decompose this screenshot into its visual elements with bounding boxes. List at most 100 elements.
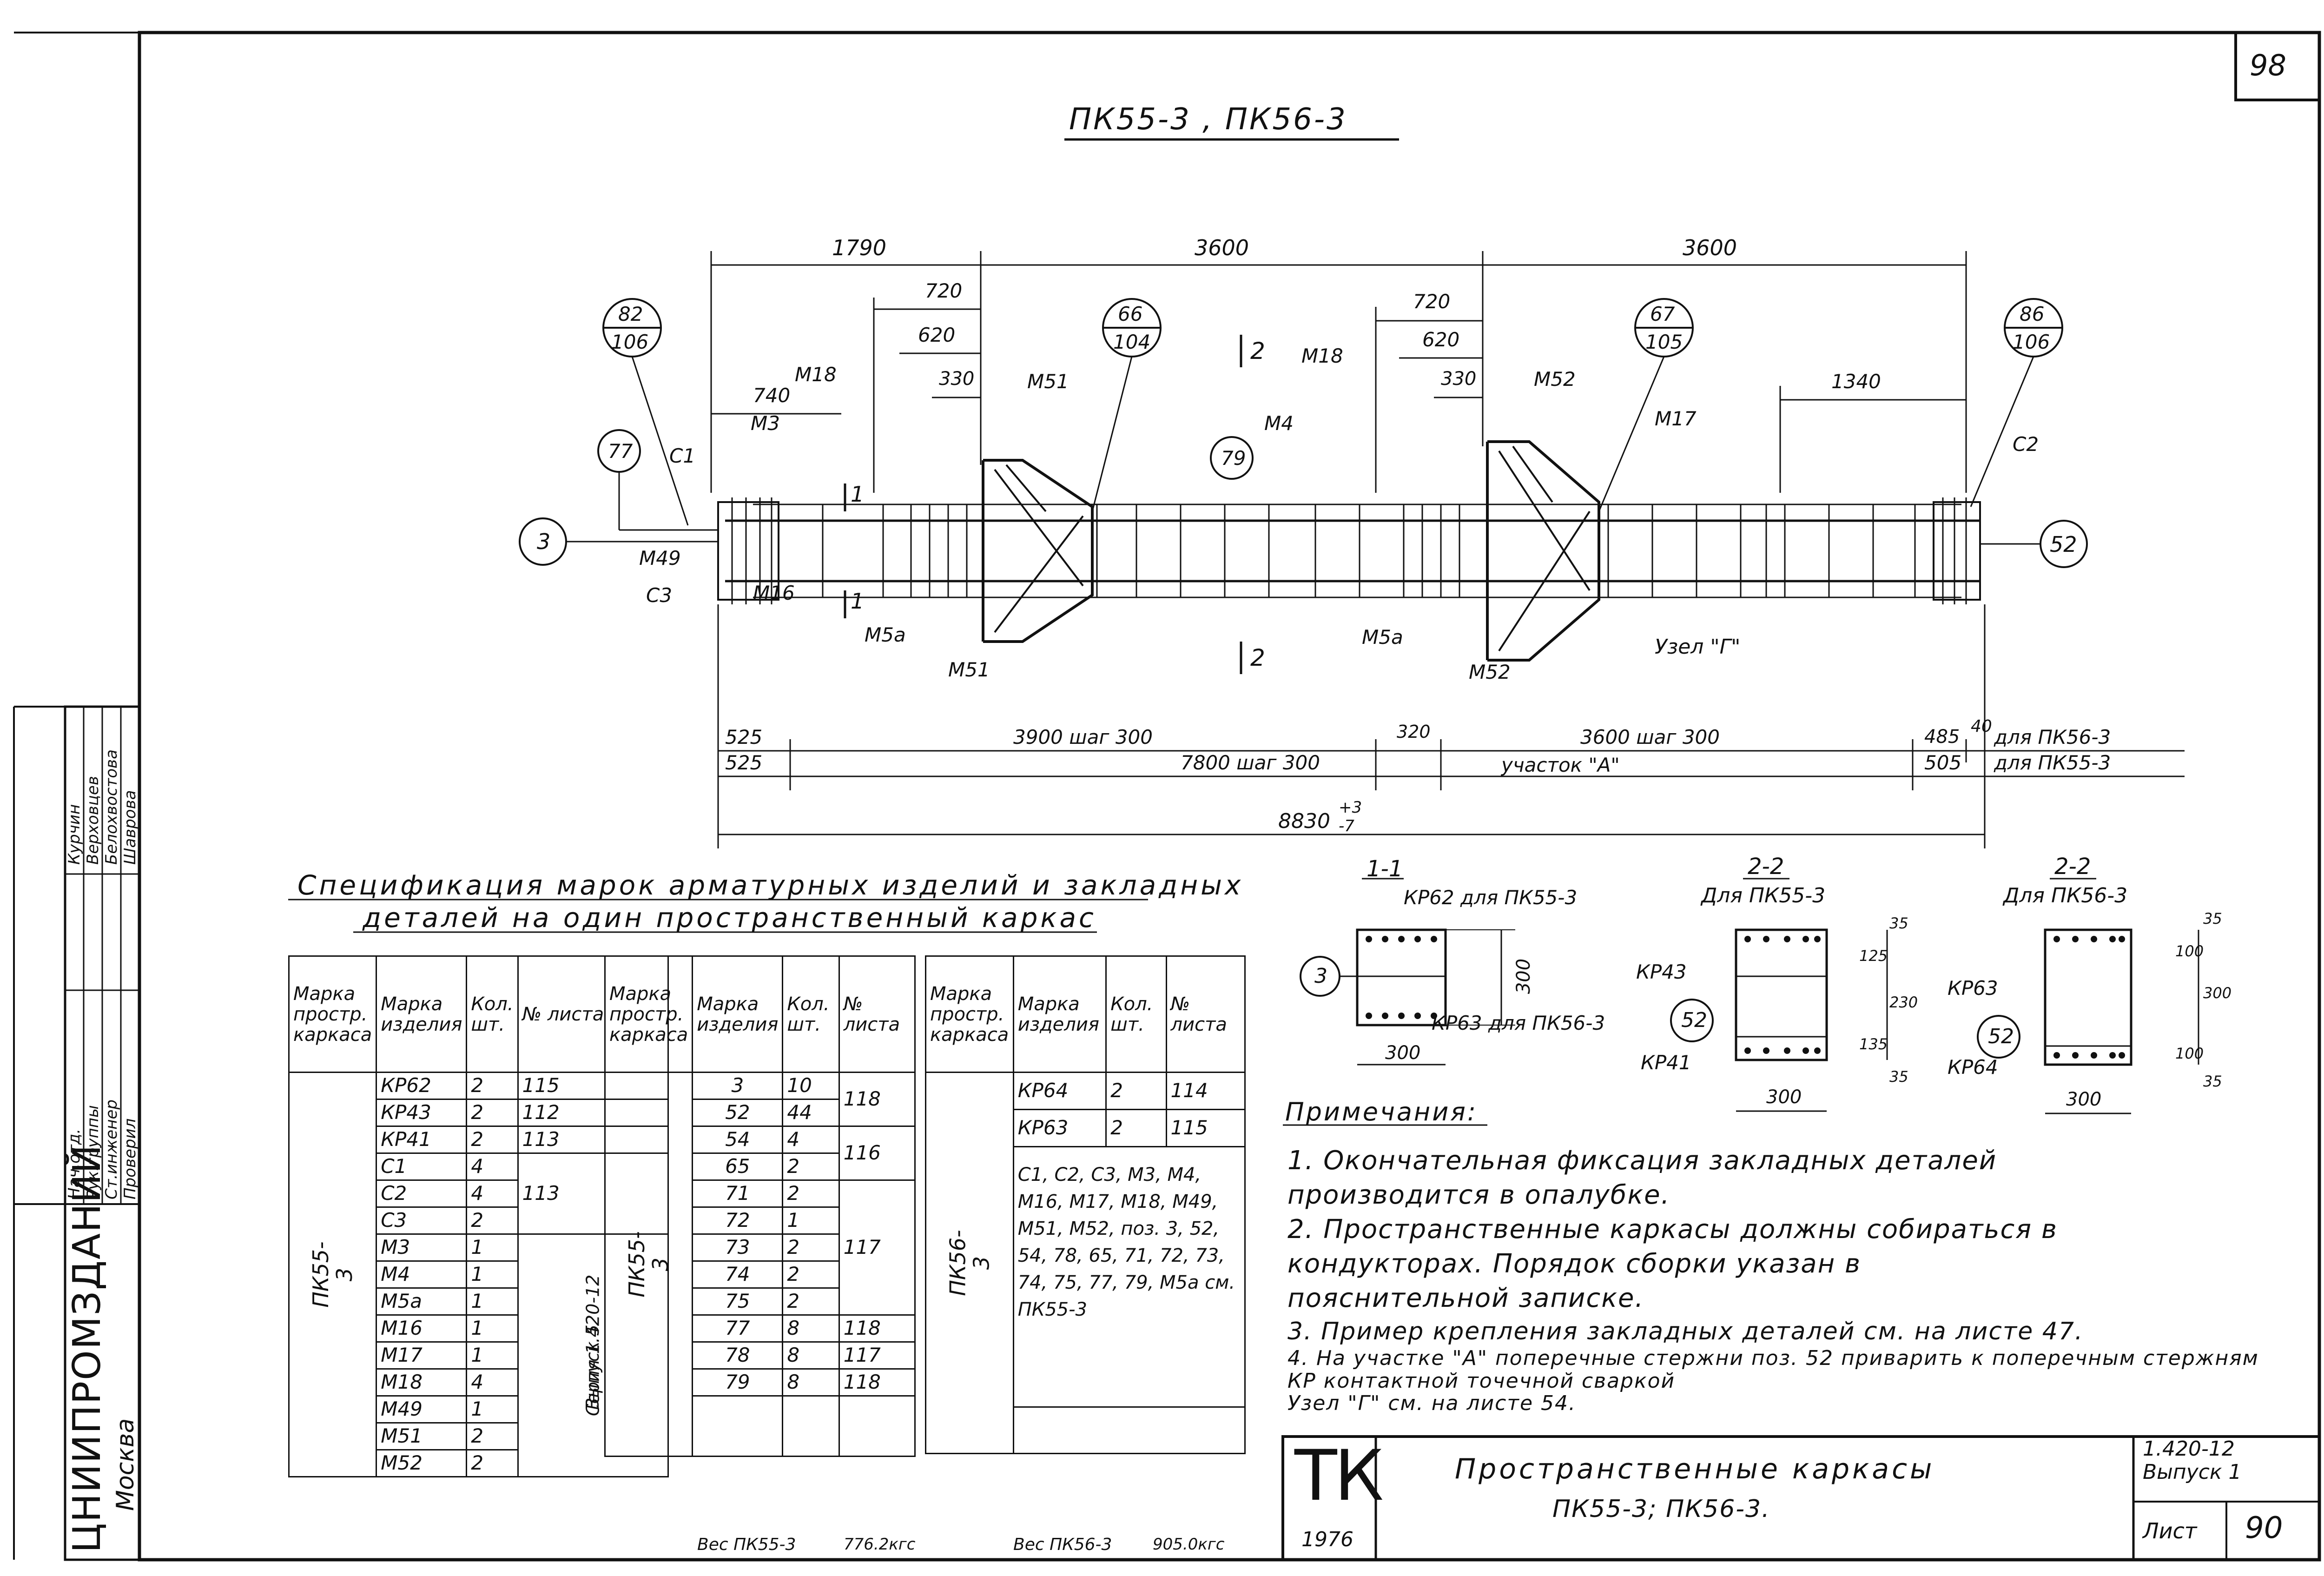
t1-r11-mark: М18: [376, 1368, 468, 1397]
mark-m5a-a: М5а: [865, 623, 906, 646]
t1-r2-mark: КР41: [376, 1126, 468, 1154]
t2-r0-mark: 3: [692, 1072, 784, 1100]
t2-r8-mark: 75: [692, 1287, 784, 1316]
s22b-dv4: 35: [2203, 1073, 2222, 1090]
hdr-item: Марка изделия: [376, 955, 468, 1073]
t2-r6-mark: 73: [692, 1233, 784, 1262]
left-stamp-city: Москва: [112, 1418, 139, 1511]
t1-r13-mark: М51: [376, 1422, 468, 1450]
role-3: Ст.инженер: [102, 1099, 121, 1199]
t2-r5-mark: 72: [692, 1206, 784, 1235]
t3-hdr-item: Марка изделия: [1012, 955, 1107, 1073]
dim-mid-5: 620: [1422, 328, 1460, 351]
callout-106a: 106: [611, 331, 649, 353]
dim-mid-2: 620: [918, 324, 956, 346]
dim-b1-label: для ПК56-3: [1994, 726, 2111, 748]
mark-c1: С1: [669, 444, 696, 467]
t2-frame: ПК55-3: [604, 1072, 693, 1457]
t1-r8-qty: 1: [466, 1287, 519, 1316]
t2-r9-qty: 8: [782, 1314, 840, 1343]
callout-106b: 106: [2013, 331, 2050, 353]
note-3: 3. Пример крепления закладных деталей см…: [1287, 1317, 2084, 1345]
stamp-series: 1.420-12: [2143, 1437, 2235, 1461]
note-5: Узел "Г" см. на листе 54.: [1287, 1391, 1577, 1415]
t3-r1-qty: 2: [1105, 1109, 1167, 1147]
t1-r12-mark: М49: [376, 1395, 468, 1424]
t3-r1-mark: КР63: [1012, 1109, 1107, 1147]
dim-total-tol-minus: -7: [1339, 817, 1354, 835]
t2-r0-qty: 10: [782, 1072, 840, 1100]
section-mark-1b: 1: [851, 589, 865, 614]
s22b-sub: Для ПК56-3: [2003, 884, 2128, 907]
s22b-dim-h: 300: [2066, 1089, 2102, 1110]
name-4: Шаврова: [121, 790, 139, 865]
t2-r11-qty: 8: [782, 1368, 840, 1397]
spec-table-3: Марка простр. каркаса Марка изделия Кол.…: [925, 955, 1246, 1454]
mark-m52-a: М52: [1534, 368, 1576, 391]
stamp-logo: ТК: [1294, 1436, 1384, 1516]
t1-r14-qty: 2: [466, 1449, 519, 1477]
dim-b2-525: 525: [725, 751, 763, 774]
t1-r5-mark: С3: [376, 1206, 468, 1235]
t3-r1-sheet: 115: [1165, 1109, 1246, 1147]
hdr-frame: Марка простр. каркаса: [288, 955, 377, 1073]
t1-r0-sheet: 115: [517, 1072, 669, 1100]
dim-b1-485: 485: [1924, 726, 1960, 748]
dim-b2-label: для ПК55-3: [1994, 751, 2111, 774]
left-stamp-city-text: Москва: [112, 1418, 139, 1511]
s22a-dv2: 230: [1889, 993, 1918, 1011]
s11-dim-v: 300: [1513, 958, 1535, 994]
s22b-dv2: 300: [2203, 984, 2232, 1002]
dim-b1-3600: 3600 шаг 300: [1580, 726, 1720, 748]
t2-r3-mark: 65: [692, 1152, 784, 1181]
left-stamp-org-text: ЦНИИПРОМЗДАНИЙ: [65, 1144, 109, 1553]
left-stamp-org: ЦНИИПРОМЗДАНИЙ: [65, 1144, 109, 1553]
section-mark-1a: 1: [851, 482, 865, 507]
name-2: Верховцев: [84, 776, 102, 865]
s22a-l2: КР41: [1641, 1051, 1691, 1074]
t1-issue: Выпуск 5: [582, 1324, 603, 1410]
t2-hdr-qty: Кол. шт.: [782, 955, 840, 1073]
t2-r5-qty: 1: [782, 1206, 840, 1235]
t2-r9-mark: 77: [692, 1314, 784, 1343]
s11-title: 1-1: [1367, 856, 1403, 882]
t2-r1-mark: 52: [692, 1099, 784, 1127]
t1-frame-text: ПК55-3: [308, 1241, 357, 1308]
t1-r1-mark: КР43: [376, 1099, 468, 1127]
dim-b2-7800: 7800 шаг 300: [1181, 751, 1320, 774]
spec-title-line1: Спецификация марок арматурных изделий и …: [297, 869, 1244, 901]
t3-hdr-qty: Кол. шт.: [1105, 955, 1167, 1073]
stamp-title1: Пространственные каркасы: [1455, 1453, 1935, 1485]
t2-r2-mark: 54: [692, 1126, 784, 1154]
role-4: Проверил: [121, 1118, 139, 1199]
t1-r4-mark: С2: [376, 1179, 468, 1208]
mark-m51-b: М51: [948, 658, 990, 681]
callout-105: 105: [1645, 331, 1683, 353]
t2-r8-qty: 2: [782, 1287, 840, 1316]
dim-total: 8830: [1278, 809, 1330, 833]
stamp-issue: Выпуск 1: [2143, 1460, 2242, 1484]
t2-frame-text: ПК55-3: [624, 1231, 673, 1298]
mark-c3: С3: [646, 584, 673, 607]
t2-r3-qty: 2: [782, 1152, 840, 1181]
t3-blank: [1012, 1406, 1246, 1454]
t2-r2-qty: 4: [782, 1126, 840, 1154]
t2-empty: [692, 1395, 784, 1457]
s22b-dv3: 100: [2175, 1045, 2204, 1062]
note-4: 4. На участке "А" поперечные стержни поз…: [1287, 1346, 2259, 1393]
t3-frame-text: ПК56-3: [945, 1230, 994, 1296]
section-mark-2b: 2: [1250, 644, 1265, 671]
t3-weight-label: Вес ПК56-3: [1013, 1535, 1112, 1554]
spec-title-line2: деталей на один пространственный каркас: [363, 902, 1096, 934]
dim-b1-320: 320: [1397, 722, 1431, 742]
mark-m17: М17: [1655, 407, 1697, 430]
t3-r0-sheet: 114: [1165, 1072, 1246, 1110]
dim-b1-525: 525: [725, 726, 763, 748]
dim-b2-uchastok: участок "А": [1501, 754, 1620, 776]
t3-r0-mark: КР64: [1012, 1072, 1107, 1110]
t2-r10-qty: 8: [782, 1341, 840, 1370]
s22a-sub: Для ПК55-3: [1701, 884, 1826, 907]
t1-r8-mark: М5а: [376, 1287, 468, 1316]
s22a-dim-h: 300: [1766, 1086, 1802, 1108]
t1-frame: ПК55-3: [288, 1072, 377, 1477]
